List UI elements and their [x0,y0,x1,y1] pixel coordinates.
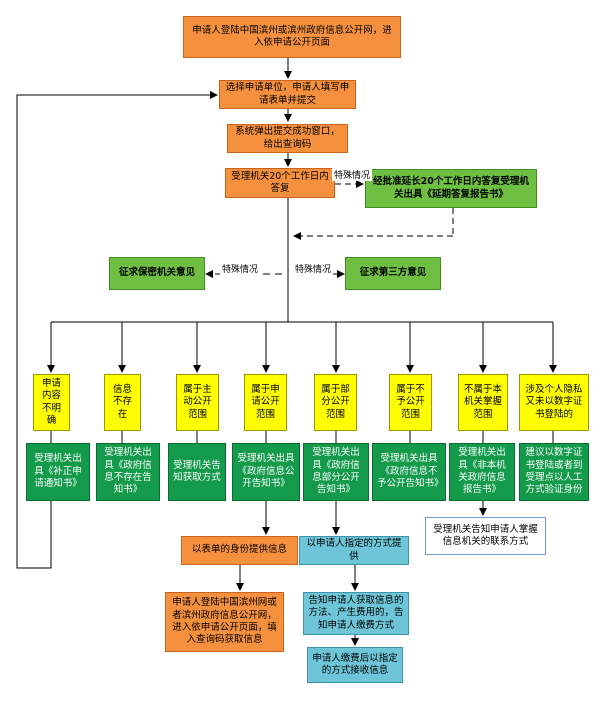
category-privacy: 涉及个人隐私又未以数字证书登陆的 [519,374,589,431]
result-supplement-notice: 受理机关出具《补正申请通知书》 [26,443,90,501]
special-label-secrecy: 特殊情况 [220,262,261,275]
reply20-node: 受理机关20个工作日内答复 [225,168,335,198]
category-unclear: 申请内容不明确 [33,374,70,431]
result-not-exist-notice: 受理机关出具《政府信息不存在告知书》 [96,443,160,501]
category-not-held: 不属于本机关掌握范围 [458,374,508,431]
secrecy-node: 征求保密机关意见 [109,257,205,290]
result-partial-notice: 受理机关出具《政府信息部分公开告知书》 [303,443,369,501]
start-node: 申请人登陆中国滨州或滨州政府信息公开网，进入依申请公开页面 [183,16,401,58]
form-identity-node: 以表单的身份提供信息 [181,536,298,565]
category-not-disclosed: 属于不予公开范围 [389,374,432,431]
notify-fee-node: 告知申请人获取信息的方法、产生费用的，告知申请人缴费方式 [303,592,409,635]
result-disclosure-notice: 受理机关出具《政府信息公开告知书》 [232,443,300,501]
result-verify-identity: 建议以数字证书登陆或者到受理点以人工方式验证身份 [519,443,589,501]
category-not-exist: 信息不存在 [104,374,141,431]
select-node: 选择申请单位，申请人填写申请表单并提交 [219,80,356,109]
applicant-method-node: 以申请人指定的方式提供 [299,536,409,565]
result-refusal-notice: 受理机关出具《政府信息不予公开告知书》 [372,443,446,501]
result-obtain-method: 受理机关告知获取方式 [168,443,226,501]
notify-contact-node: 受理机关告知申请人掌握信息机关的联系方式 [425,517,546,555]
result-non-agency-report: 受理机关出具《非本机关政府信息报告书》 [449,443,515,501]
return-loop-line [16,91,218,569]
popup-node: 系统弹出提交成功窗口，给出查询码 [227,124,348,153]
third-party-node: 征求第三方意见 [345,257,441,290]
category-on-request: 属于申请公开范围 [244,374,287,431]
pay-receive-node: 申请人缴费后以指定的方式接收信息 [307,647,403,683]
extend-node: 经批准延长20个工作日内答复受理机关出具《延期答复报告书》 [365,169,537,208]
category-proactive: 属于主动公开范围 [176,374,219,431]
special-label-third-party: 特殊情况 [293,262,334,275]
category-partial: 属于部分公开范围 [314,374,357,431]
form-login-node: 申请人登陆中国滨州网或者滨州政府信息公开网，进入依申请公开页面，填入查询码获取信… [165,592,284,652]
special-label-extend: 特殊情况 [332,168,373,181]
